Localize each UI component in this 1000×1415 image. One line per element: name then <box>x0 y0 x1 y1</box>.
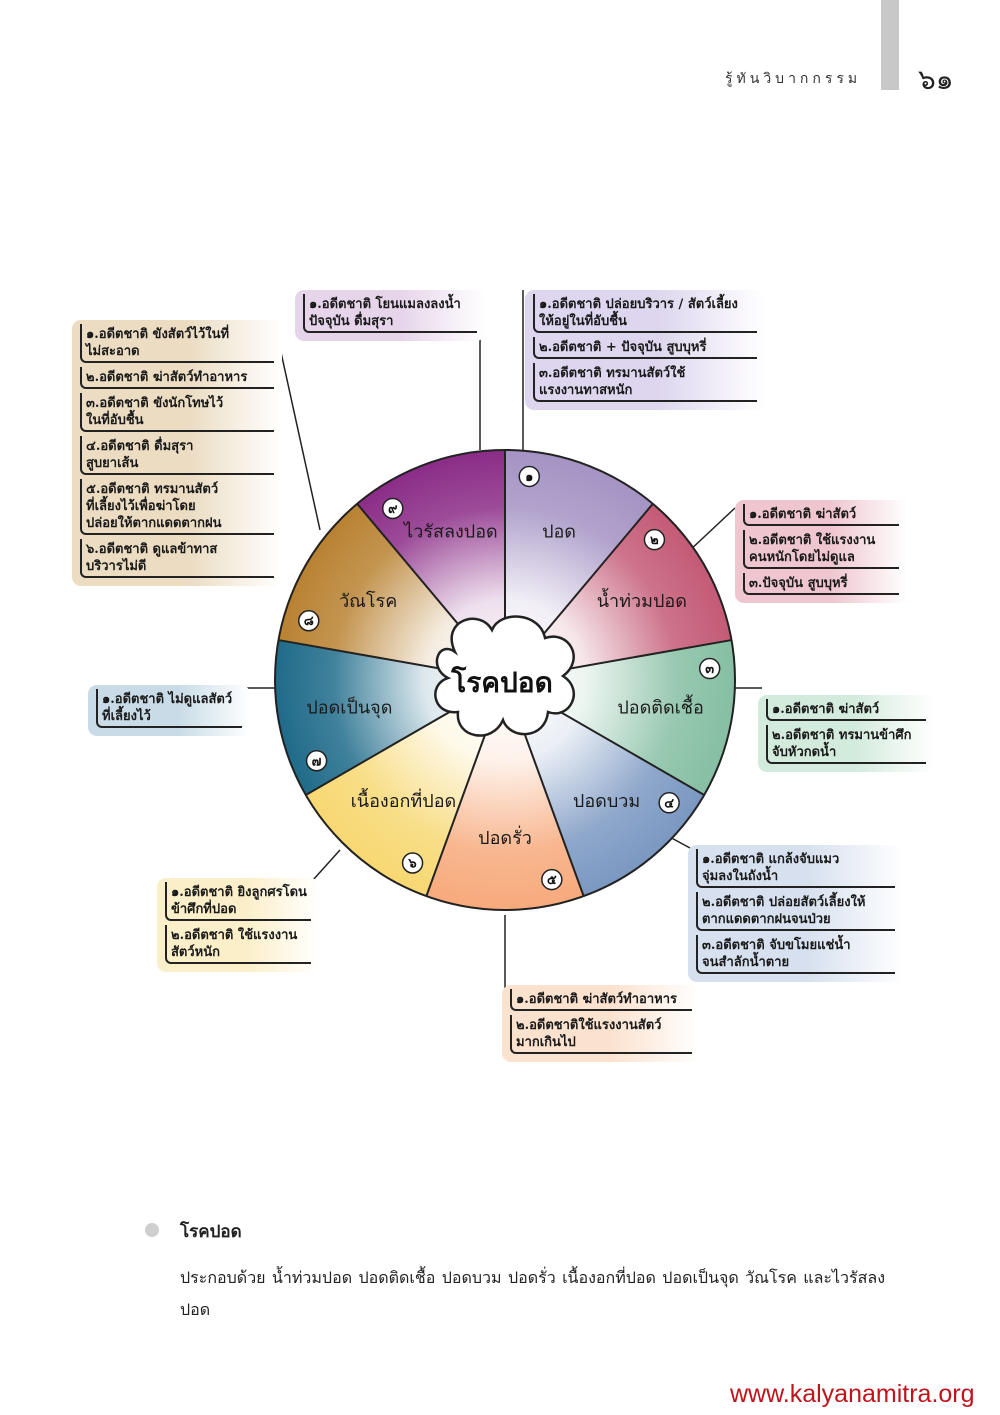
cause-item: ๑.อดีตชาติ ฆ่าสัตว์ <box>743 504 899 526</box>
cause-item: ๓.อดีตชาติ ทรมานสัตว์ใช้ แรงงานทาสหนัก <box>533 363 757 402</box>
cause-box-virus: ๑.อดีตชาติ โยนแมลงลงน้ำ ปัจจุบัน ดื่มสุร… <box>295 290 485 341</box>
cause-item: ๔.อดีตชาติ ดื่มสุรา สูบยาเส้น <box>80 436 274 475</box>
segment-number-badge <box>643 528 666 551</box>
header-decorative-bar <box>881 0 899 90</box>
wheel-outline <box>274 449 736 911</box>
segment-number: ๕ <box>547 873 557 888</box>
segment-label: เนื้องอกที่ปอด <box>351 788 457 812</box>
segment-label: น้ำท่วมปอด <box>597 588 687 612</box>
connector-line-8 <box>274 324 321 531</box>
cause-box-lung-tumor: ๑.อดีตชาติ ยิงลูกศรโดน ข้าศึกที่ปอด๒.อดี… <box>157 878 319 972</box>
segment-label: ปอด <box>542 522 576 543</box>
segment-number: ๑ <box>525 470 533 485</box>
cause-item: ๑.อดีตชาติ ฆ่าสัตว์ <box>766 699 926 721</box>
summary-title: โรคปอด <box>180 1222 242 1242</box>
segment-number-badge <box>381 497 404 520</box>
cause-item: ๓.อดีตชาติ ขังนักโทษไว้ ในที่อับชื้น <box>80 393 274 432</box>
cause-item: ๒.อดีตชาติ ปล่อยสัตว์เลี้ยงให้ ตากแดดตาก… <box>696 892 895 931</box>
center-label: โรคปอด <box>450 665 553 699</box>
cause-item: ๒.อดีตชาติใช้แรงงานสัตว์ มากเกินไป <box>510 1015 692 1054</box>
segment-number-badge <box>541 868 563 891</box>
segment-label: ไวรัสลงปอด <box>402 521 498 543</box>
cause-item: ๕.อดีตชาติ ทรมานสัตว์ ที่เลี้ยงไว้เพื่อฆ… <box>80 479 274 535</box>
segment-number-badge <box>518 465 541 488</box>
cause-item: ๒.อดีตชาติ + ปัจจุบัน สูบบุหรี่ <box>533 337 757 359</box>
footer-website-url: www.kalyanamitra.org <box>730 1380 975 1408</box>
cause-item: ๑.อดีตชาติ ไม่ดูแลสัตว์ ที่เลี้ยงไว้ <box>96 689 242 728</box>
segment-number: ๖ <box>407 856 416 871</box>
cause-box-lung-infection: ๑.อดีตชาติ ฆ่าสัตว์๒.อดีตชาติ ทรมานข้าศึ… <box>758 695 934 772</box>
cause-box-pneumothorax: ๑.อดีตชาติ ฆ่าสัตว์ทำอาหาร๒.อดีตชาติใช้แ… <box>502 985 700 1062</box>
page-number: ๖๑ <box>918 63 954 96</box>
segment-label: ปอดบวม <box>573 791 640 812</box>
cause-item: ๓.อดีตชาติ จับขโมยแช่น้ำ จนสำลักน้ำตาย <box>696 935 895 974</box>
segment-number: ๘ <box>304 614 314 629</box>
summary-body: ประกอบด้วย น้ำท่วมปอด ปอดติดเชื้อ ปอดบวม… <box>180 1268 885 1319</box>
segment-number: ๗ <box>312 754 322 769</box>
cause-box-lung: ๑.อดีตชาติ ปล่อยบริวาร / สัตว์เลี้ยง ให้… <box>525 290 765 410</box>
cause-item: ๑.อดีตชาติ ขังสัตว์ไว้ในที่ ไม่สะอาด <box>80 324 274 363</box>
center-cloud-shape <box>434 615 575 737</box>
segment-number-badge <box>305 750 328 772</box>
segment-number-badge <box>658 792 680 814</box>
cause-item: ๒.อดีตชาติ ฆ่าสัตว์ทำอาหาร <box>80 367 274 389</box>
cause-item: ๒.อดีตชาติ ใช้แรงงาน สัตว์หนัก <box>165 925 311 964</box>
cause-item: ๓.ปัจจุบัน สูบบุหรี่ <box>743 573 899 595</box>
cause-item: ๑.อดีตชาติ โยนแมลงลงน้ำ ปัจจุบัน ดื่มสุร… <box>303 294 477 333</box>
cause-box-pulmonary-edema: ๑.อดีตชาติ ฆ่าสัตว์๒.อดีตชาติ ใช้แรงงาน … <box>735 500 907 603</box>
segment-number-badge <box>698 657 721 680</box>
segment-label: ปอดเป็นจุด <box>306 695 392 718</box>
segment-label: ปอดติดเชื้อ <box>617 694 703 718</box>
segment-number: ๒ <box>650 533 659 548</box>
cause-item: ๑.อดีตชาติ ฆ่าสัตว์ทำอาหาร <box>510 989 692 1011</box>
segment-label: ปอดรั่ว <box>478 825 532 849</box>
cause-item: ๒.อดีตชาติ ทรมานข้าศึก จับหัวกดน้ำ <box>766 725 926 764</box>
summary-bullet-icon <box>145 1223 159 1237</box>
connector-line-2 <box>687 507 736 553</box>
running-header-title: รู้ทันวิบากกรรม <box>725 71 862 87</box>
segment-number-badge <box>297 609 320 632</box>
segment-number: ๙ <box>388 502 398 517</box>
segment-label: วัณโรค <box>339 590 397 612</box>
cause-item: ๖.อดีตชาติ ดูแลข้าทาส บริวารไม่ดี <box>80 539 274 578</box>
segment-number-badge <box>401 852 424 874</box>
connector-line-6 <box>312 849 341 881</box>
cause-item: ๑.อดีตชาติ ปล่อยบริวาร / สัตว์เลี้ยง ให้… <box>533 294 757 333</box>
cause-box-lung-spots: ๑.อดีตชาติ ไม่ดูแลสัตว์ ที่เลี้ยงไว้ <box>88 685 250 736</box>
cause-item: ๒.อดีตชาติ ใช้แรงงาน คนหนักโดยไม่ดูแล <box>743 530 899 569</box>
segment-number: ๓ <box>705 662 714 677</box>
cause-item: ๑.อดีตชาติ ยิงลูกศรโดน ข้าศึกที่ปอด <box>165 882 311 921</box>
cause-box-pneumonia: ๑.อดีตชาติ แกล้งจับแมว จุ่มลงในถังน้ำ๒.อ… <box>688 845 903 982</box>
segment-number: ๔ <box>664 796 674 811</box>
cause-item: ๑.อดีตชาติ แกล้งจับแมว จุ่มลงในถังน้ำ <box>696 849 895 888</box>
cause-box-tuberculosis: ๑.อดีตชาติ ขังสัตว์ไว้ในที่ ไม่สะอาด๒.อด… <box>72 320 282 586</box>
